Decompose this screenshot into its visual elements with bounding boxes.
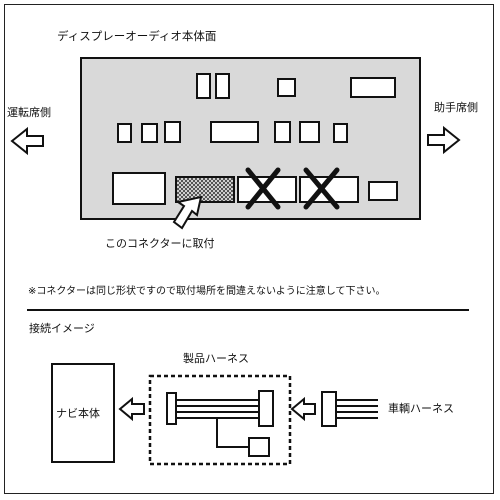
harness-connector-left [166,392,177,425]
right-arrow-icon [427,125,461,155]
product-harness-outline [148,374,292,466]
section-divider [27,309,469,311]
cross-mark-icon [245,167,281,210]
connector-slot [164,121,181,143]
navi-unit-box [51,363,115,463]
connection-section-title: 接続イメージ [29,322,95,335]
outer-frame [4,4,494,494]
connector-slot [350,77,396,98]
navi-unit-label: ナビ本体 [56,407,100,420]
connector-slot [196,73,211,99]
vehicle-harness-label: 車輌ハーネス [388,402,454,415]
connect-here-label: このコネクターに取付 [105,237,215,250]
target-connector-slot [175,176,235,203]
connector-slot [112,172,166,205]
head-unit-title: ディスプレーオーディオ本体面 [57,29,217,43]
connector-slot [299,121,320,143]
passenger-side-label: 助手席側 [434,101,478,114]
left-arrow-icon [290,396,316,422]
caution-note: ※コネクターは同じ形状ですので取付場所を間違えないように注意して下さい。 [28,286,386,297]
driver-side-label: 運転席側 [7,106,51,119]
harness-sub-connector [248,437,270,457]
connector-slot [274,121,291,143]
connector-slot [210,121,259,143]
connector-slot [117,123,132,143]
left-arrow-icon [10,126,44,156]
pointer-arrow-icon [172,195,203,230]
cross-mark-icon [303,167,340,210]
left-arrow-icon [118,396,145,422]
connector-slot [277,78,296,97]
connector-slot [141,123,158,143]
connector-slot [333,123,348,143]
connector-slot [368,181,398,201]
product-harness-label: 製品ハーネス [183,352,249,365]
vehicle-harness-connector [321,391,337,427]
harness-wires [176,399,378,448]
harness-connector-right [258,390,274,427]
connector-slot [215,73,230,99]
